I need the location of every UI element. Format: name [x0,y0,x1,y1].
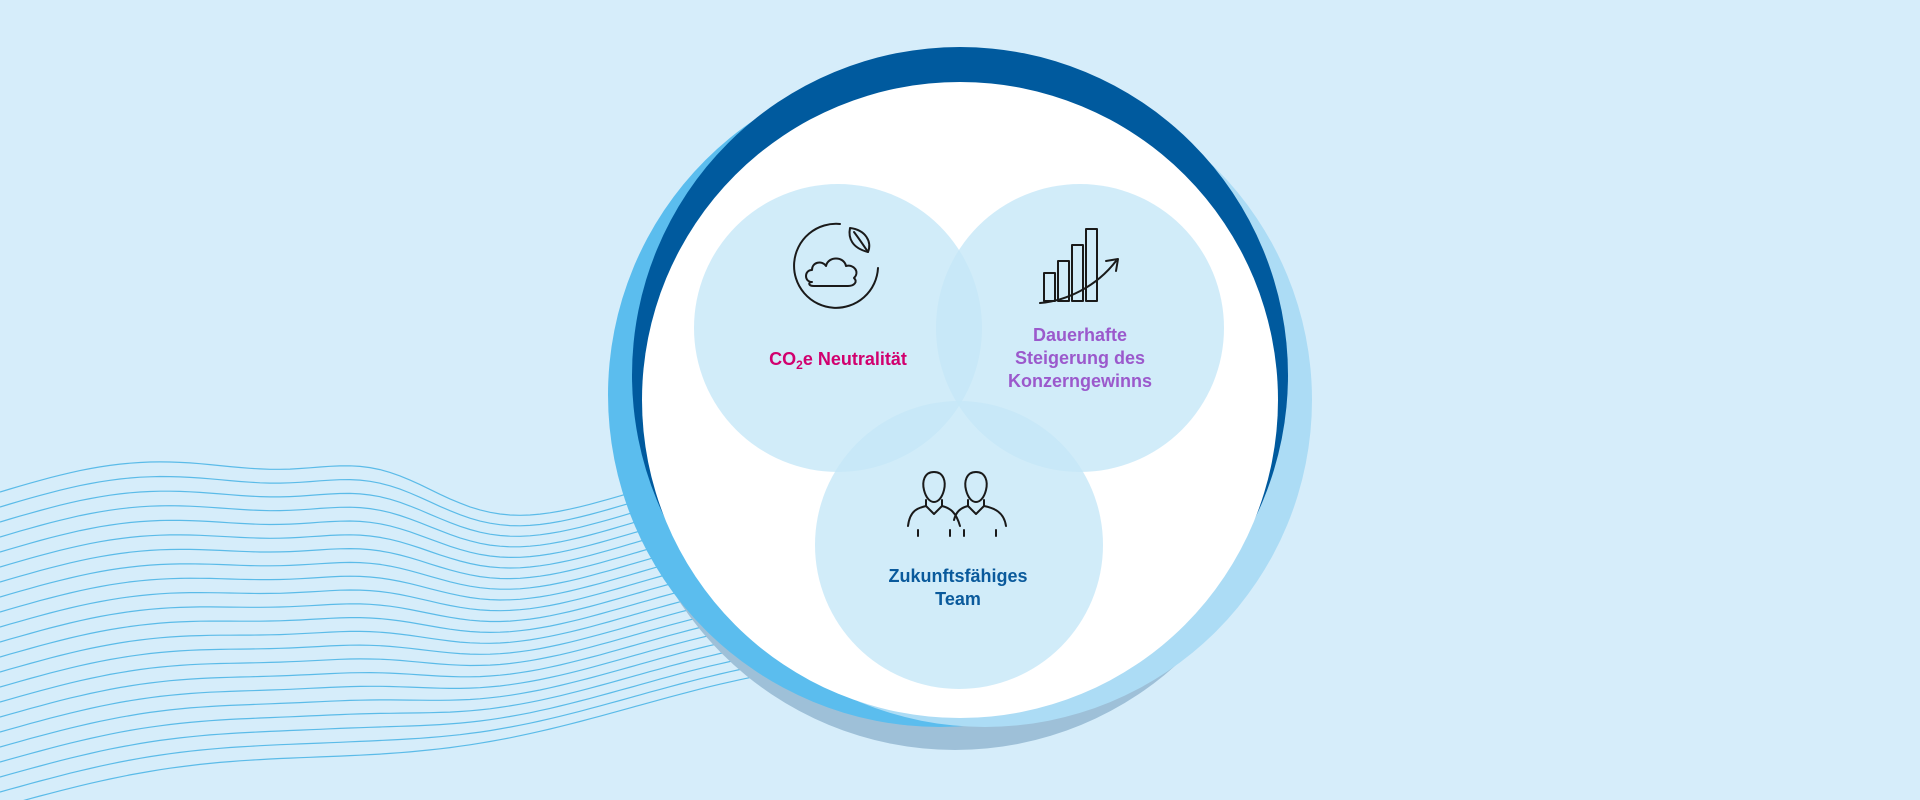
label-co2-neutrality: CO2e Neutralität [769,349,907,372]
wave-line [0,543,761,613]
wave-line [0,533,761,598]
label-profit-line: Konzerngewinns [1007,371,1152,391]
venn-circle-team [815,401,1103,689]
wave-line [0,594,761,688]
wave-line [0,664,761,793]
wave-line [23,675,761,800]
venn-circle-co2 [694,184,982,472]
wave-line [0,574,761,658]
bar-chart-growth-icon [1039,228,1119,304]
label-profit-line: Steigerung des [1014,348,1146,368]
wave-line [0,624,761,733]
label-team-line: Zukunftsfähiges [888,566,1028,586]
cloud-leaf-cycle-icon [793,222,879,309]
wave-line [0,654,761,778]
wave-line [0,644,761,763]
wave-line [0,614,761,718]
label-profit-growth: Dauerhafte Steigerung des Konzerngewinns [980,324,1180,393]
two-people-icon [907,471,1007,537]
wave-line [0,513,761,569]
wave-line [0,584,761,673]
wave-line [0,604,761,703]
wave-line [0,493,761,548]
wave-line [0,503,761,559]
venn-circle-profit [936,184,1224,472]
label-profit-line: Dauerhafte [1032,325,1128,345]
label-team-line: Team [935,589,981,609]
label-future-team: Zukunftsfähiges Team [858,565,1058,611]
wave-line [0,563,761,643]
wave-line [0,523,761,583]
wave-line [0,553,761,628]
wave-line [0,634,761,748]
